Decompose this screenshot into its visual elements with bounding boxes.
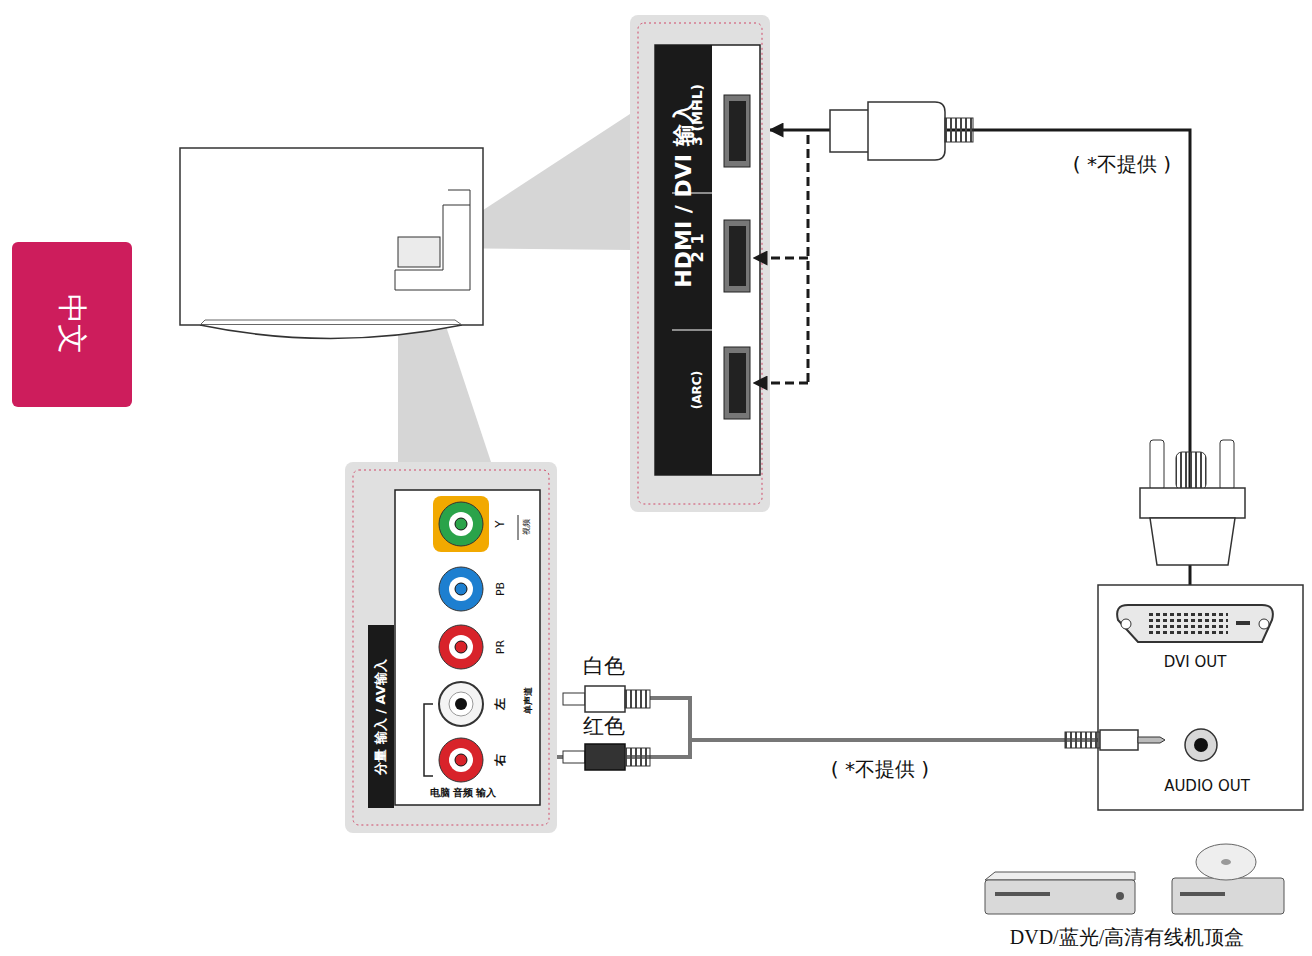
node-text: 单声道 <box>524 687 534 714</box>
cable <box>650 698 690 740</box>
node-text: PR <box>495 640 507 654</box>
node-text: 中文 <box>56 294 89 354</box>
node-text: DVI OUT <box>1164 654 1227 671</box>
panel-band <box>368 625 394 808</box>
node-text: 2 <box>689 251 707 262</box>
hdmi-panel: HDMI / DVI 输入3 (MHL)21(ARC) <box>630 15 770 512</box>
node-text: 分量 输入 / AV输入 <box>374 659 388 775</box>
panel-face <box>655 45 760 475</box>
tv-port-area <box>398 237 440 267</box>
bluray-player <box>1172 844 1284 914</box>
wire-color: 红色 <box>583 715 625 738</box>
node-text: 右 <box>494 754 507 766</box>
panel-dots <box>638 23 762 504</box>
node-text: 3 (MHL) <box>690 84 705 146</box>
node-text: 1 <box>689 233 707 244</box>
tv-stand <box>200 320 462 325</box>
divider <box>672 330 712 331</box>
node-text: PB <box>495 582 507 596</box>
panel-face <box>395 490 540 805</box>
cable <box>770 130 1190 585</box>
node-text: Y <box>494 520 507 527</box>
node-text: (ARC) <box>691 371 704 409</box>
language-tab: 中文 <box>12 242 132 407</box>
wire-color: 白色 <box>583 655 625 678</box>
tv-port-area <box>448 190 470 205</box>
bracket <box>424 704 433 776</box>
panel-ground <box>345 462 557 833</box>
panel-dots <box>353 470 549 825</box>
dvi-port <box>1117 605 1273 642</box>
tv-body <box>180 148 483 325</box>
dvi-plug <box>1140 440 1245 565</box>
node-text: AUDIO OUT <box>1164 778 1250 795</box>
tv-stand <box>200 325 462 339</box>
tv-port-area <box>395 205 470 290</box>
panel-band <box>655 45 712 475</box>
divider <box>518 515 519 540</box>
dvd-player <box>985 872 1135 914</box>
av-input-panel: 分量 输入 / AV输入 Y 视频 PB PR 左 单声道右电脑 音频 输入 <box>345 462 557 833</box>
jack-highlight <box>433 496 489 552</box>
audio-jack <box>1185 729 1217 761</box>
device-caption: DVD/蓝光/高清有线机顶盒 <box>1010 926 1244 948</box>
device-panel <box>1098 585 1303 810</box>
alt-arrow <box>754 257 808 260</box>
rca-jack <box>439 502 483 782</box>
edge-label: ( *不提供 ) <box>831 758 929 780</box>
hdmi-plug <box>830 102 973 160</box>
mini-plug <box>1065 730 1165 750</box>
node-text: 左 <box>494 698 507 710</box>
edge-label: ( *不提供 ) <box>1073 153 1171 175</box>
panel-ground <box>630 15 770 512</box>
alt-arrow <box>754 382 808 385</box>
source-device-panel: DVI OUT AUDIO OUT <box>1098 585 1303 810</box>
hdmi-port <box>724 95 750 419</box>
rca-plug <box>563 686 650 770</box>
node-text: 电脑 音频 输入 <box>430 787 497 798</box>
node-text: 视频 <box>523 519 532 535</box>
